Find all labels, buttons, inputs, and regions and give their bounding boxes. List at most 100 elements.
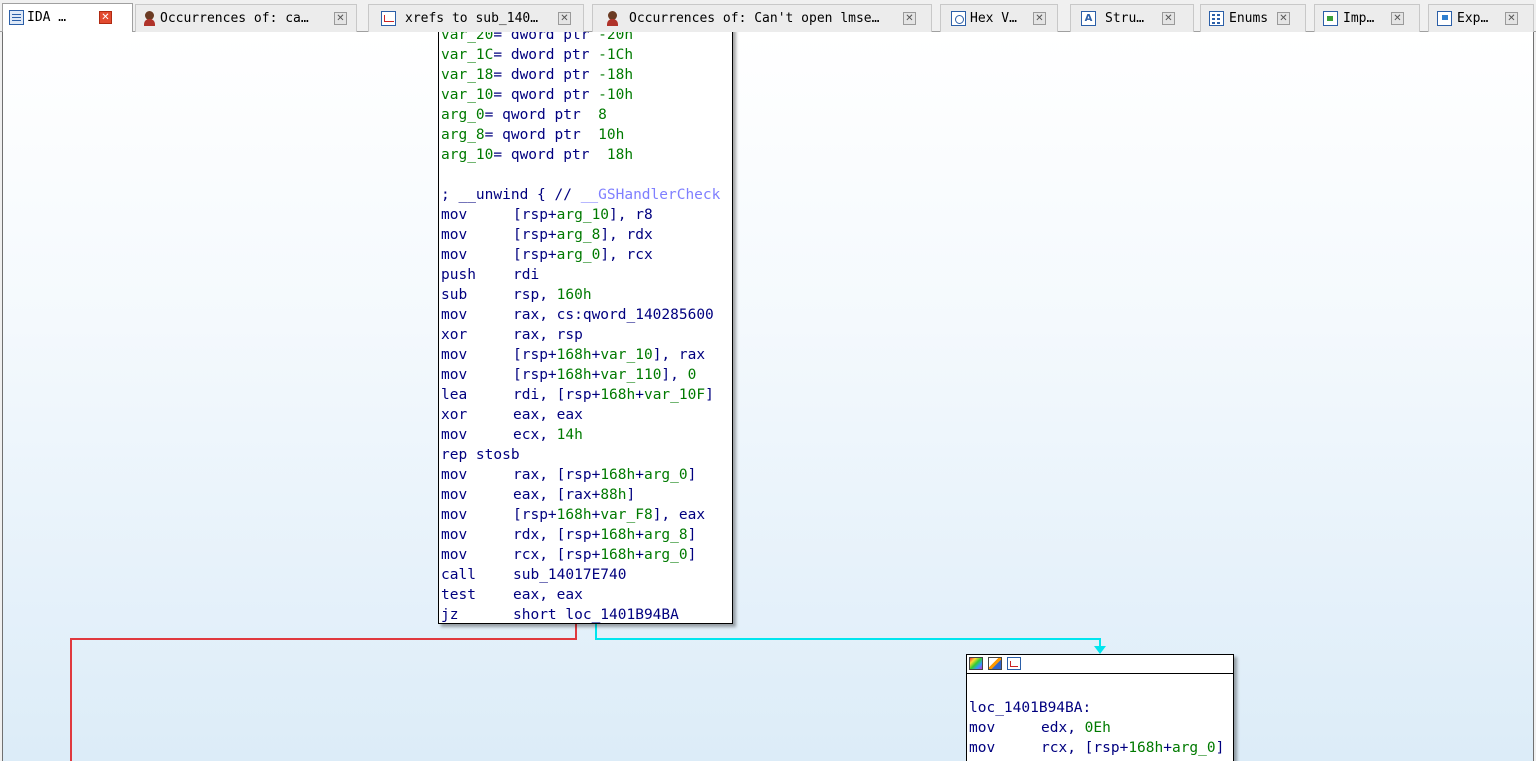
code-token: ecx, <box>513 427 557 443</box>
tab-label: Enums <box>1229 11 1269 26</box>
code-line[interactable]: loc_1401B94BA: <box>969 698 1224 718</box>
variable-token: var_F8 <box>600 507 653 523</box>
tab-occurrences-ca[interactable]: Occurrences of: ca… ✕ <box>135 4 357 32</box>
mnemonic: xor <box>441 327 468 343</box>
mnemonic: mov <box>441 527 468 543</box>
code-token: [rsp+ <box>513 207 557 223</box>
comment-token: __GSHandlerCheck <box>580 187 721 203</box>
code-line[interactable] <box>441 165 720 185</box>
code-token: ], eax <box>652 507 706 523</box>
block-toolbar <box>967 655 1233 674</box>
code-line[interactable]: arg_10= qword ptr 18h <box>441 145 720 165</box>
number-token: 168h <box>556 367 592 383</box>
code-line[interactable]: rep stosb <box>441 445 720 465</box>
code-token: = qword ptr <box>493 87 599 103</box>
tab-occurrences-cant-open[interactable]: Occurrences of: Can't open lmse… ✕ <box>592 4 932 32</box>
code-token: edx, <box>1041 720 1085 736</box>
variable-token: var_10F <box>643 387 706 403</box>
mnemonic: jz <box>441 607 459 623</box>
variable-token: arg_10 <box>441 147 494 163</box>
number-token: 168h <box>556 507 592 523</box>
number-token: 18h <box>606 147 634 163</box>
tab-bar: IDA … ✕ Occurrences of: ca… ✕ xrefs to s… <box>0 0 1536 32</box>
close-icon[interactable]: ✕ <box>1162 12 1175 25</box>
edge-false-branch[interactable] <box>70 623 577 761</box>
number-token: 168h <box>556 347 592 363</box>
code-token: rdx, [rsp+ <box>513 527 601 543</box>
code-line[interactable]: mov[rsp+arg_0], rcx <box>441 245 720 265</box>
mnemonic: mov <box>441 247 468 263</box>
tab-hex-view[interactable]: Hex V… ✕ <box>940 4 1058 32</box>
close-icon[interactable]: ✕ <box>558 12 571 25</box>
label-token: loc_1401B94BA: <box>969 700 1092 716</box>
code-line[interactable]: ; __unwind { // __GSHandlerCheck <box>441 185 720 205</box>
close-icon[interactable]: ✕ <box>1391 12 1404 25</box>
close-icon[interactable]: ✕ <box>99 11 112 24</box>
xrefs-graph-icon[interactable] <box>1007 657 1021 670</box>
code-token: = dword ptr <box>493 67 599 83</box>
tab-enums[interactable]: Enums ✕ <box>1200 4 1306 32</box>
code-line[interactable] <box>969 678 1224 698</box>
edge-true-branch[interactable] <box>595 623 1101 648</box>
code-line[interactable]: var_18= dword ptr -18h <box>441 65 720 85</box>
code-token: [rsp+ <box>513 347 557 363</box>
tab-label: Exp… <box>1457 11 1489 26</box>
code-token: + <box>635 467 644 483</box>
number-token: 88h <box>600 487 627 503</box>
tab-ida-view[interactable]: IDA … ✕ <box>2 3 133 32</box>
mnemonic: mov <box>441 467 468 483</box>
code-line[interactable]: arg_8= qword ptr 10h <box>441 125 720 145</box>
code-token: + <box>635 527 644 543</box>
tab-structures[interactable]: A Stru… ✕ <box>1070 4 1194 32</box>
code-line[interactable]: mov[rsp+168h+var_F8], eax <box>441 505 720 525</box>
code-line[interactable]: mov[rsp+arg_8], rdx <box>441 225 720 245</box>
occurrences-person-icon <box>605 11 620 26</box>
code-token: + <box>1163 740 1172 756</box>
close-icon[interactable]: ✕ <box>1505 12 1518 25</box>
tab-exports[interactable]: Exp… ✕ <box>1428 4 1534 32</box>
code-line[interactable]: mov[rsp+168h+var_110], 0 <box>441 365 720 385</box>
color-palette-icon[interactable] <box>969 657 983 670</box>
mnemonic: mov <box>441 507 468 523</box>
code-line[interactable]: var_20= dword ptr -20h <box>441 32 720 45</box>
variable-token: var_10 <box>441 87 494 103</box>
tab-imports[interactable]: Imp… ✕ <box>1314 4 1420 32</box>
mnemonic: mov <box>969 720 996 736</box>
code-line[interactable]: mov[rsp+arg_10], r8 <box>441 205 720 225</box>
mnemonic: mov <box>441 547 468 563</box>
close-icon[interactable]: ✕ <box>1277 12 1290 25</box>
variable-token: var_20 <box>441 32 494 43</box>
code-token: = qword ptr <box>493 147 607 163</box>
tab-xrefs[interactable]: xrefs to sub_140… ✕ <box>368 4 584 32</box>
code-line[interactable]: mov[rsp+168h+var_10], rax <box>441 345 720 365</box>
variable-token: var_18 <box>441 67 494 83</box>
code-line[interactable]: arg_0= qword ptr 8 <box>441 105 720 125</box>
code-token: ], <box>661 367 688 383</box>
close-icon[interactable]: ✕ <box>334 12 347 25</box>
rename-pencil-icon[interactable] <box>988 657 1002 670</box>
close-icon[interactable]: ✕ <box>1033 12 1046 25</box>
close-icon[interactable]: ✕ <box>903 12 916 25</box>
code-line[interactable]: var_1C= dword ptr -1Ch <box>441 45 720 65</box>
code-line[interactable]: var_10= qword ptr -10h <box>441 85 720 105</box>
mnemonic: mov <box>441 487 468 503</box>
